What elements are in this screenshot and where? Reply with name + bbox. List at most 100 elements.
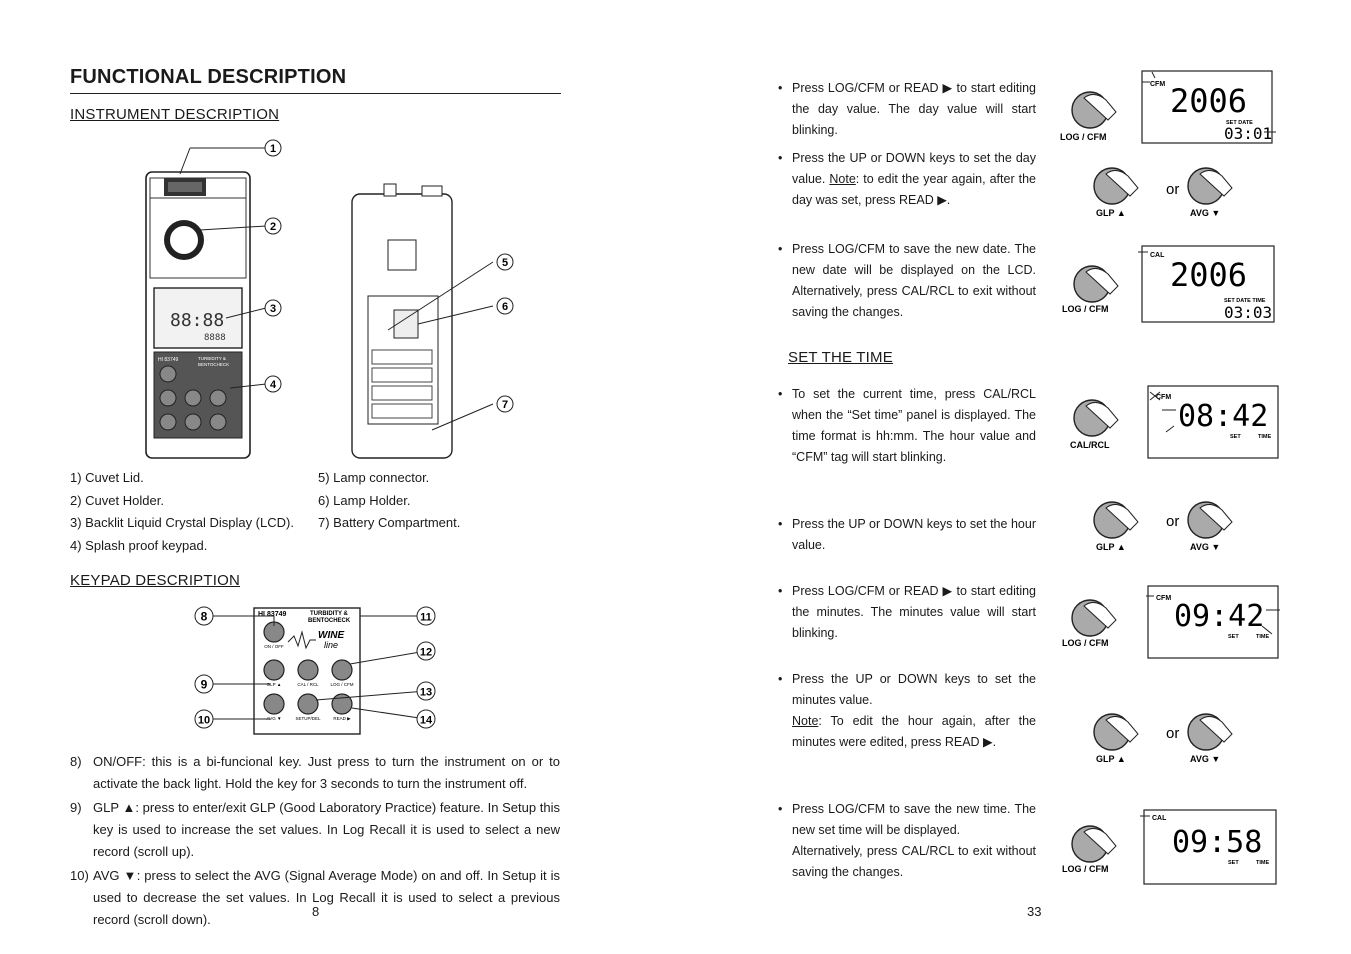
instrument-parts-list-b: 5) Lamp connector. 6) Lamp Holder. 7) Ba…	[318, 467, 460, 535]
instrument-front-figure: 88:88 8888 HI 83749 TURBIDITY & BENTOCHE…	[145, 139, 282, 459]
svg-text:LOG / CFM: LOG / CFM	[330, 682, 353, 687]
model-label: HI 83749	[158, 357, 179, 363]
callout-14: 14	[416, 709, 436, 729]
svg-text:CFM: CFM	[1156, 394, 1171, 401]
figure-edit-minutes: LOG / CFM CFM 09:42 SET TIME	[1062, 585, 1280, 659]
svg-text:9: 9	[201, 678, 208, 692]
svg-text:2: 2	[270, 221, 276, 233]
lcd-year: 2006	[1170, 82, 1247, 120]
svg-text:TURBIDITY &: TURBIDITY &	[198, 356, 226, 361]
svg-text:AVG ▼: AVG ▼	[1190, 542, 1220, 552]
svg-text:TURBIDITY &: TURBIDITY &	[310, 611, 349, 617]
svg-text:3: 3	[270, 303, 276, 315]
svg-text:GLP ▲: GLP ▲	[267, 682, 282, 687]
callout-7: 7	[496, 395, 514, 413]
svg-text:14: 14	[420, 715, 433, 727]
instrument-parts-list-a: 1) Cuvet Lid. 2) Cuvet Holder. 3) Backli…	[70, 467, 294, 557]
callout-12: 12	[416, 641, 436, 661]
list-item: 2) Cuvet Holder.	[70, 492, 164, 508]
svg-text:LOG / CFM: LOG / CFM	[1062, 304, 1109, 314]
callout-4: 4	[264, 375, 282, 393]
svg-text:8888: 8888	[204, 333, 226, 343]
step-set-minutes: • Press the UP or DOWN keys to set the m…	[778, 672, 1036, 749]
svg-text:AVG ▼: AVG ▼	[267, 716, 282, 721]
page-number: 8	[312, 904, 320, 919]
figure-save-time: LOG / CFM CAL 09:58 SET TIME	[1062, 809, 1277, 885]
callout-10: 10	[194, 709, 214, 729]
svg-text:HI 83749: HI 83749	[258, 611, 287, 618]
svg-text:4: 4	[270, 379, 277, 391]
right-page: •Press LOG/CFM or READ ▶ to start editin…	[676, 0, 1351, 954]
svg-text:SET DATE: SET DATE	[1226, 120, 1253, 126]
list-item: 10) AVG ▼: press to select the AVG (Sign…	[70, 868, 560, 927]
svg-text:CAL: CAL	[1152, 815, 1167, 822]
svg-text:CFM: CFM	[1156, 595, 1171, 602]
keypad-figure: HI 83749 TURBIDITY & BENTOCHECK WINE lin…	[194, 606, 436, 735]
list-item: 6) Lamp Holder.	[318, 492, 411, 508]
svg-text:LOG / CFM: LOG / CFM	[1062, 638, 1109, 648]
svg-text:GLP ▲: GLP ▲	[1096, 208, 1126, 218]
figure-save-date: LOG / CFM CAL 2006 SET DATE TIME 03:03	[1062, 245, 1275, 323]
svg-text:SETUP/DEL: SETUP/DEL	[295, 716, 321, 721]
callout-8: 8	[194, 606, 214, 626]
svg-text:READ ▶: READ ▶	[333, 716, 351, 721]
keypad-descriptions: 8) ON/OFF: this is a bi-funcional key. J…	[70, 751, 560, 933]
svg-text:13: 13	[420, 687, 432, 699]
figure-updown-day: GLP ▲ or AVG ▼	[1093, 167, 1233, 218]
svg-text:BENTOCHECK: BENTOCHECK	[198, 362, 229, 367]
svg-text:line: line	[324, 640, 338, 650]
keypad-description-heading: KEYPAD DESCRIPTION	[70, 572, 241, 589]
svg-text:or: or	[1166, 725, 1179, 742]
svg-text:ON / OFF: ON / OFF	[264, 644, 284, 649]
svg-text:AVG ▼: AVG ▼	[1190, 754, 1220, 764]
callout-6: 6	[496, 297, 514, 315]
instrument-back-figure: 5 6 7	[351, 183, 514, 459]
list-item: 4) Splash proof keypad.	[70, 537, 208, 553]
svg-text:CAL: CAL	[1150, 252, 1165, 259]
step-save-date: •Press LOG/CFM to save the new date. The…	[778, 242, 1036, 319]
figure-updown-minutes: GLP ▲ or AVG ▼	[1093, 713, 1233, 764]
list-item: 7) Battery Compartment.	[318, 515, 461, 530]
callout-9: 9	[194, 674, 214, 694]
svg-text:09:42: 09:42	[1174, 599, 1264, 634]
figure-updown-hour: GLP ▲ or AVG ▼	[1093, 501, 1233, 552]
svg-text:8: 8	[201, 610, 208, 624]
svg-text:TIME: TIME	[1258, 434, 1271, 440]
svg-text:GLP ▲: GLP ▲	[1096, 542, 1126, 552]
list-item: 5) Lamp connector.	[318, 470, 430, 485]
svg-text:SET DATE TIME: SET DATE TIME	[1224, 298, 1266, 304]
step-set-hour: •Press the UP or DOWN keys to set the ho…	[778, 517, 1036, 552]
svg-text:TIME: TIME	[1256, 860, 1269, 866]
svg-text:88:88: 88:88	[170, 310, 224, 331]
page-number: 33	[1027, 904, 1042, 919]
step-edit-minutes: •Press LOG/CFM or READ ▶ to start editin…	[778, 584, 1036, 640]
svg-text:or: or	[1166, 513, 1179, 530]
svg-text:SET: SET	[1228, 634, 1239, 640]
svg-text:5: 5	[502, 257, 508, 269]
callout-5: 5	[496, 253, 514, 271]
step-edit-day: •Press LOG/CFM or READ ▶ to start editin…	[778, 81, 1036, 137]
figure-edit-day: LOG / CFM CFM 2006 SET DATE 03:01	[1060, 70, 1276, 144]
title-divider	[70, 93, 561, 94]
instrument-description-heading: INSTRUMENT DESCRIPTION	[70, 106, 280, 123]
svg-text:SET: SET	[1230, 434, 1241, 440]
svg-text:10: 10	[198, 715, 210, 727]
step-save-time: • Press LOG/CFM to save the new time. Th…	[778, 802, 1036, 879]
svg-text:LOG / CFM: LOG / CFM	[1062, 864, 1109, 874]
svg-text:CAL / RCL: CAL / RCL	[297, 682, 319, 687]
svg-text:SET: SET	[1228, 860, 1239, 866]
svg-text:AVG ▼: AVG ▼	[1190, 208, 1220, 218]
callout-2: 2	[264, 217, 282, 235]
svg-text:11: 11	[420, 612, 432, 624]
svg-text:03:03: 03:03	[1224, 303, 1272, 322]
list-item: 3) Backlit Liquid Crystal Display (LCD).	[70, 515, 294, 530]
svg-text:BENTOCHECK: BENTOCHECK	[308, 618, 351, 624]
step-set-day: • Press the UP or DOWN keys to set the d…	[778, 151, 1036, 207]
callout-3: 3	[264, 299, 282, 317]
list-item: 8) ON/OFF: this is a bi-funcional key. J…	[70, 754, 560, 791]
callout-11: 11	[416, 606, 436, 626]
svg-text:2006: 2006	[1170, 256, 1247, 294]
page-title: FUNCTIONAL DESCRIPTION	[70, 66, 347, 88]
lcd-time: 08:42	[1178, 399, 1268, 434]
svg-text:GLP ▲: GLP ▲	[1096, 754, 1126, 764]
